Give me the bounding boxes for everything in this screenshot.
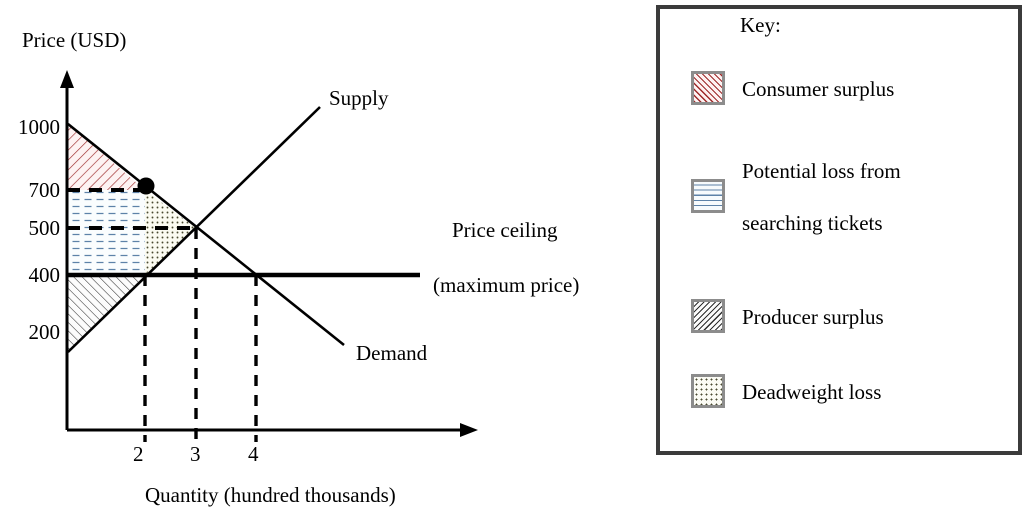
supply-curve-label: Supply bbox=[329, 86, 389, 110]
x-tick-label-3: 3 bbox=[190, 442, 201, 466]
legend-title: Key: bbox=[740, 13, 781, 37]
x-tick-label-4: 4 bbox=[248, 442, 259, 466]
deadweight-loss-swatch bbox=[691, 374, 725, 408]
potential-loss-label-line2: searching tickets bbox=[742, 211, 883, 235]
producer-surplus-label: Producer surplus bbox=[742, 305, 884, 329]
producer-surplus-swatch bbox=[691, 299, 725, 333]
consumer-surplus-swatch bbox=[691, 71, 725, 105]
x-axis-arrowhead bbox=[460, 423, 478, 437]
potential-loss-label: Potential loss from bbox=[742, 159, 901, 183]
y-axis-title: Price (USD) bbox=[22, 28, 127, 52]
legend-item-deadweight-loss: Deadweight loss bbox=[660, 374, 1018, 414]
x-axis-title: Quantity (hundred thousands) bbox=[145, 483, 396, 507]
y-tick-label-200: 200 bbox=[28, 320, 61, 344]
price-ceiling-label: Price ceiling bbox=[452, 218, 558, 242]
legend-box: Key: Consumer surplus Potential loss fro… bbox=[656, 5, 1022, 455]
region-deadweight-loss bbox=[145, 190, 196, 275]
shortage-point-marker bbox=[137, 177, 155, 195]
y-tick-label-1000: 1000 bbox=[18, 115, 60, 139]
price-ceiling-sublabel: (maximum price) bbox=[433, 273, 580, 297]
deadweight-loss-label: Deadweight loss bbox=[742, 380, 882, 404]
y-tick-label-500: 500 bbox=[28, 216, 61, 240]
consumer-surplus-label: Consumer surplus bbox=[742, 77, 895, 101]
y-tick-label-700: 700 bbox=[28, 178, 61, 202]
potential-loss-swatch bbox=[691, 179, 725, 213]
legend-item-consumer-surplus: Consumer surplus bbox=[660, 71, 1018, 111]
legend-item-producer-surplus: Producer surplus bbox=[660, 299, 1018, 339]
x-tick-label-2: 2 bbox=[133, 442, 144, 466]
demand-curve-label: Demand bbox=[356, 341, 428, 365]
demand-curve bbox=[67, 122, 345, 347]
y-axis-arrowhead bbox=[60, 70, 74, 88]
chart-canvas bbox=[60, 70, 478, 442]
legend-item-potential-loss: Potential loss from searching tickets bbox=[660, 161, 1018, 261]
y-tick-label-400: 400 bbox=[28, 263, 61, 287]
region-potential-loss bbox=[68, 190, 145, 275]
supply-demand-chart: Price (USD) Quantity (hundred thousands)… bbox=[18, 28, 580, 507]
supply-curve bbox=[67, 106, 321, 353]
